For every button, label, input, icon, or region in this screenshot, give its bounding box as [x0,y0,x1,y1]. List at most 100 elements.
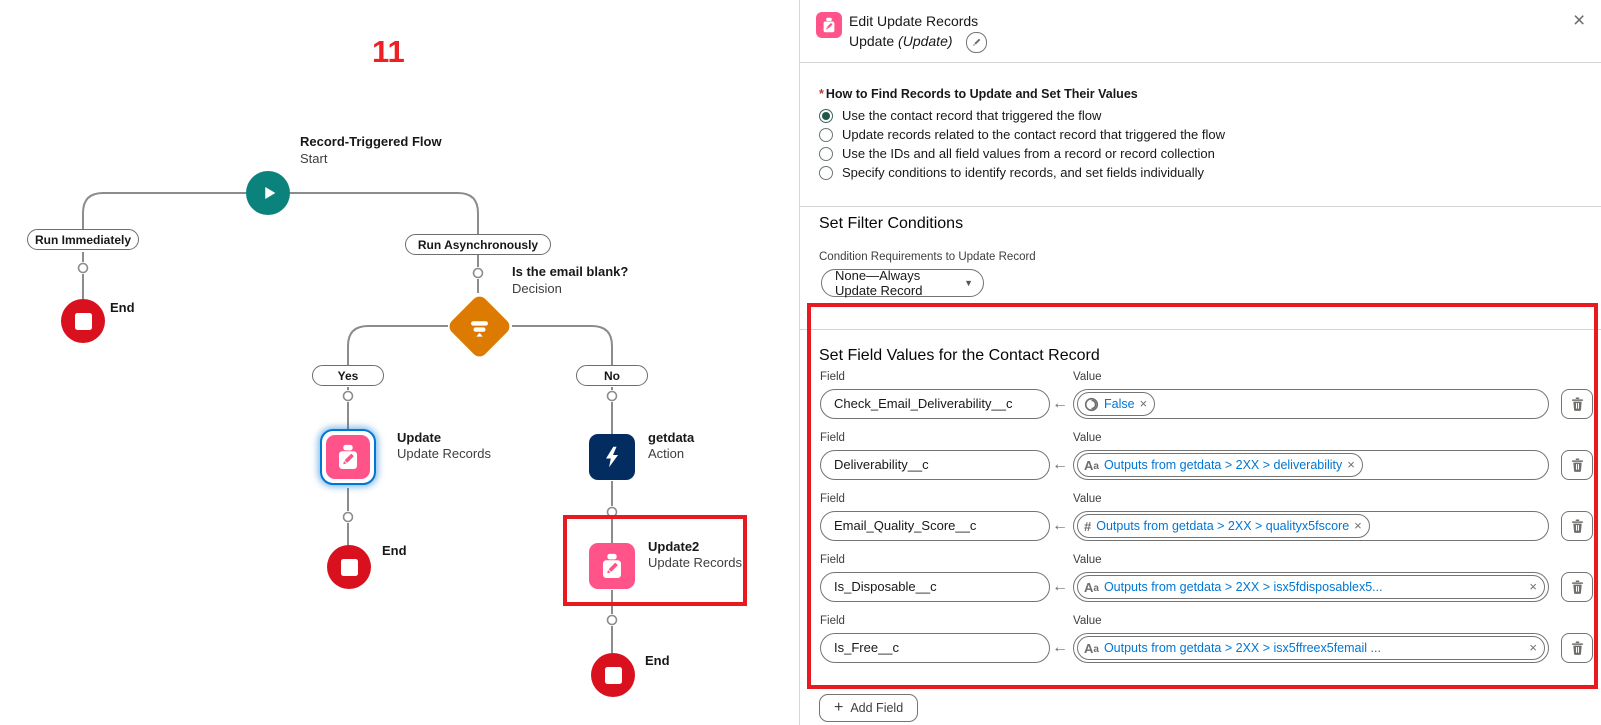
end-node-mid[interactable] [327,545,371,589]
set-field-values-heading: Set Field Values for the Contact Record [819,347,1100,364]
branch-run-immediately[interactable]: Run Immediately [27,229,139,250]
section-divider [800,206,1601,207]
radio-specify-conditions[interactable]: Specify conditions to identify records, … [819,163,1204,182]
delete-row-button[interactable] [1561,572,1593,602]
radio-use-ids-from-collection[interactable]: Use the IDs and all field values from a … [819,144,1215,163]
update2-subtitle: Update Records [648,555,742,570]
annotation-box-update2 [563,515,747,606]
signpost-icon [468,315,492,339]
remove-icon[interactable]: × [1347,457,1355,472]
field-label: Field [820,432,845,444]
start-node[interactable] [246,171,290,215]
flow-canvas: 11 [0,0,799,725]
end-label-mid: End [382,543,407,558]
delete-row-button[interactable] [1561,633,1593,663]
branch-no[interactable]: No [576,365,648,386]
delete-row-button[interactable] [1561,389,1593,419]
radio-use-contact-record[interactable]: Use the contact record that triggered th… [819,106,1101,125]
field-input[interactable]: Email_Quality_Score__c [820,511,1050,541]
field-label: Field [820,615,845,627]
close-icon[interactable]: × [1573,9,1586,32]
field-label: Field [820,493,845,505]
remove-icon[interactable]: × [1354,518,1362,533]
radio-selected-icon [819,108,833,123]
hash-icon: # [1084,518,1092,534]
left-arrow-icon: ← [1052,456,1068,473]
left-arrow-icon: ← [1052,395,1068,412]
value-label: Value [1073,554,1102,566]
left-arrow-icon: ← [1052,578,1068,595]
end-label-bottom: End [645,653,670,668]
field-input[interactable]: Deliverability__c [820,450,1050,480]
update-node[interactable] [320,429,376,485]
condition-requirements-label: Condition Requirements to Update Record [819,251,1036,263]
field-input[interactable]: Check_Email_Deliverability__c [820,389,1050,419]
decision-title: Is the email blank? [512,264,629,279]
value-label: Value [1073,615,1102,627]
panel-subtitle: Update (Update) [849,33,953,49]
value-label: Value [1073,432,1102,444]
play-icon [265,187,276,199]
section-divider [800,329,1601,330]
field-label: Field [820,371,845,383]
update2-node[interactable] [589,543,635,589]
decision-subtitle: Decision [512,281,562,296]
element-api-name: (Update) [898,33,953,49]
value-input[interactable]: False × [1073,389,1549,419]
clipboard-pencil-icon [603,553,621,578]
branch-yes[interactable]: Yes [312,365,384,386]
remove-icon[interactable]: × [1139,396,1148,411]
value-label: Value [1073,371,1102,383]
getdata-node[interactable] [589,434,635,480]
end-label-left: End [110,300,135,315]
trash-icon [1571,641,1583,655]
decision-node[interactable] [446,293,513,360]
field-label: Field [820,554,845,566]
update2-title: Update2 [648,539,700,554]
value-pill[interactable]: # Outputs from getdata > 2XX > qualityx5… [1077,514,1370,538]
trash-icon [1571,519,1583,533]
dropdown-value: None—Always Update Record [835,268,923,298]
field-input[interactable]: Is_Disposable__c [820,572,1050,602]
annotation-box-field-values [807,303,1598,689]
radio-update-related-records[interactable]: Update records related to the contact re… [819,125,1225,144]
required-mark: * [819,87,824,101]
edit-name-button[interactable] [966,32,987,53]
left-arrow-icon: ← [1052,517,1068,534]
stop-icon [74,312,92,330]
panel-title: Edit Update Records [849,13,979,29]
element-name: Update [849,33,899,49]
value-label: Value [1073,493,1102,505]
stop-icon [340,558,358,576]
end-node-left[interactable] [61,299,105,343]
delete-row-button[interactable] [1561,511,1593,541]
pencil-icon [973,38,981,46]
flow-connectors [77,192,618,653]
header-divider [800,62,1601,63]
clipboard-pencil-icon [816,12,842,38]
field-input[interactable]: Is_Free__c [820,633,1050,663]
remove-icon[interactable]: × [1529,640,1537,655]
value-input[interactable]: # Outputs from getdata > 2XX > qualityx5… [1073,511,1549,541]
trash-icon [1571,580,1583,594]
value-pill[interactable]: False × [1077,392,1156,416]
condition-requirements-dropdown[interactable]: None—Always Update Record ▼ [821,268,984,298]
end-node-bottom[interactable] [591,653,635,697]
how-to-find-records-label: *How to Find Records to Update and Set T… [819,87,1138,101]
plus-icon: + [834,699,844,716]
delete-row-button[interactable] [1561,450,1593,480]
remove-icon[interactable]: × [1529,579,1537,594]
start-subtitle: Start [300,151,328,166]
add-field-button[interactable]: + Add Field [819,694,919,722]
branch-run-asynchronously[interactable]: Run Asynchronously [405,234,551,255]
update-title: Update [397,430,442,445]
